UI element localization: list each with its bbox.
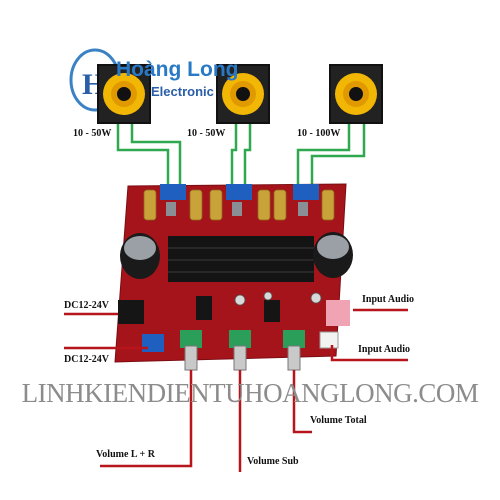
volume-sub-label: Volume Sub (247, 456, 299, 467)
leader-lines (64, 308, 408, 472)
speaker-middle-label: 10 - 50W (187, 128, 225, 139)
speaker-right (329, 64, 383, 124)
capacitor-right (313, 232, 353, 278)
heatsink (168, 236, 314, 282)
dc-label-2: DC12-24V (64, 354, 109, 365)
volume-lr-label: Volume L + R (96, 449, 155, 460)
brand-name: Hoàng Long (116, 58, 239, 81)
dc-terminal (142, 334, 164, 352)
speaker-right-label: 10 - 100W (297, 128, 340, 139)
capacitor-left (120, 233, 160, 279)
speaker-middle (216, 64, 270, 124)
terminal-left (160, 184, 186, 200)
audio-jack (326, 300, 350, 326)
dc-label-1: DC12-24V (64, 300, 109, 311)
input-audio-label-2: Input Audio (358, 344, 410, 355)
volume-knob-sub (229, 330, 251, 371)
speaker-left-label: 10 - 50W (73, 128, 111, 139)
watermark: LINHKIENDIENTUHOANGLONG.COM (21, 378, 479, 408)
speaker-wires (116, 124, 366, 188)
volume-knob-total (283, 330, 305, 371)
terminal-middle (226, 184, 252, 200)
pcb-board (114, 183, 353, 363)
input-audio-label-1: Input Audio (362, 294, 414, 305)
terminal-right (293, 184, 319, 200)
dc-jack (118, 300, 144, 324)
audio-header (319, 331, 339, 349)
volume-total-label: Volume Total (310, 415, 367, 426)
speaker-left (97, 64, 151, 124)
brand-subtitle: Electronic (151, 84, 214, 99)
